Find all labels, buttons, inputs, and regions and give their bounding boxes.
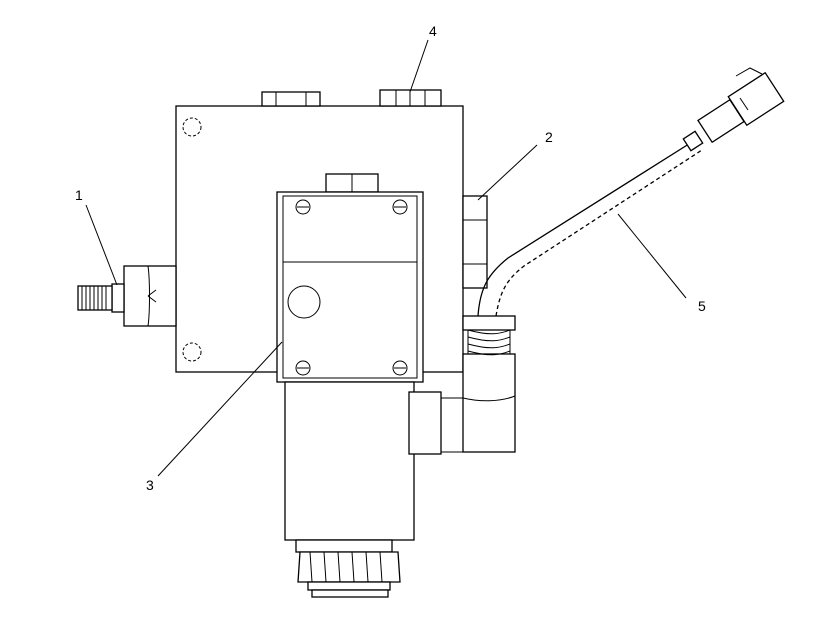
leader-4 xyxy=(409,39,429,93)
leader-3 xyxy=(157,341,283,477)
callout-1: 1 xyxy=(75,187,83,203)
fitting-threads xyxy=(81,286,107,310)
callout-3: 3 xyxy=(146,477,154,493)
callout-4: 4 xyxy=(429,23,437,39)
leader-1 xyxy=(85,204,118,286)
elbow-connector xyxy=(408,315,516,455)
leader-lines xyxy=(85,39,687,477)
solenoid-coil xyxy=(284,381,415,598)
callout-2: 2 xyxy=(545,129,553,145)
top-plug-right xyxy=(379,89,442,107)
side-plug xyxy=(462,195,488,289)
coil-knurled-nut xyxy=(297,551,401,598)
leader-5 xyxy=(617,213,687,299)
leader-2 xyxy=(477,144,538,201)
left-fitting xyxy=(77,265,177,327)
wiring-harness xyxy=(477,67,785,317)
callout-5: 5 xyxy=(698,298,706,314)
strain-relief-spring xyxy=(462,315,516,356)
top-plug-left xyxy=(261,91,321,107)
solenoid-valve-plate xyxy=(276,173,424,383)
